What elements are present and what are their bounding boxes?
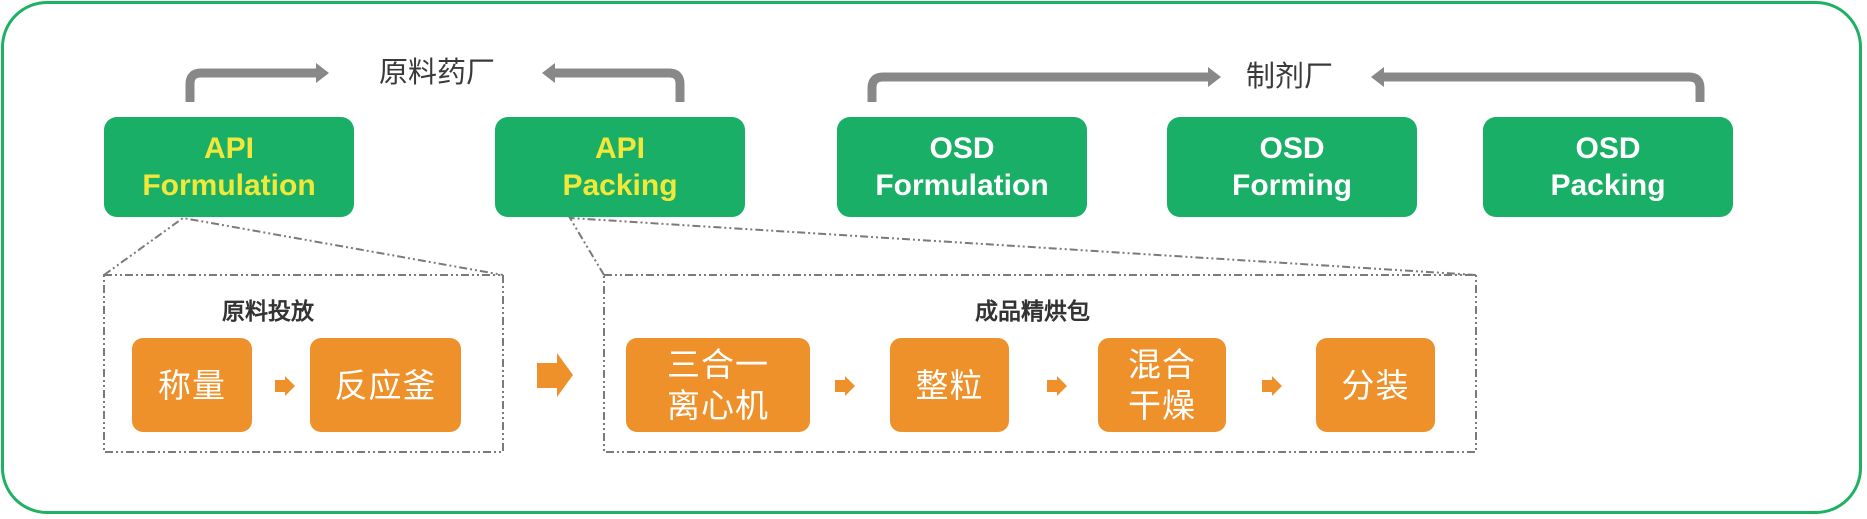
arrow-icon <box>1262 376 1282 396</box>
stage-line2: Formulation <box>875 169 1049 202</box>
step-granulating[interactable]: 整粒 <box>890 338 1009 432</box>
osd-formulation-to-plant-arrow <box>867 67 1221 102</box>
stage-line1: OSD <box>929 132 995 165</box>
arrow-icon <box>275 376 295 396</box>
step-three-in-one-centrifuge[interactable]: 三合一 离心机 <box>626 338 810 432</box>
stage-line1: OSD <box>1575 132 1641 165</box>
stage-line1: API <box>594 132 645 165</box>
step-line1: 三合一 <box>667 345 769 384</box>
stage-api-packing[interactable]: API Packing <box>495 117 745 217</box>
stage-line1: OSD <box>1259 132 1325 165</box>
step-line1: 混合 <box>1128 345 1196 384</box>
group-title-raw-material-feeding: 原料投放 <box>222 299 314 325</box>
stage-osd-packing[interactable]: OSD Packing <box>1483 117 1733 217</box>
api-packing-zoom-connector <box>568 216 1477 276</box>
stage-osd-formulation[interactable]: OSD Formulation <box>837 117 1087 217</box>
arrow-icon <box>1047 376 1067 396</box>
finished-product-group-outline <box>603 274 1477 453</box>
group-title-finished-product: 成品精烘包 <box>975 299 1090 325</box>
step-line1: 分装 <box>1341 365 1410 405</box>
step-line1: 反应釜 <box>334 365 437 405</box>
api-plant-label: 原料药厂 <box>379 55 496 89</box>
api-packing-to-plant-arrow <box>542 63 685 102</box>
step-line1: 称量 <box>158 365 226 405</box>
arrow-icon <box>835 376 855 396</box>
api-formulation-to-plant-arrow <box>185 63 329 102</box>
big-arrow-icon <box>537 353 573 397</box>
step-weighing[interactable]: 称量 <box>132 338 252 432</box>
step-reactor[interactable]: 反应釜 <box>310 338 461 432</box>
raw-material-feeding-group-outline <box>103 274 504 453</box>
step-packaging[interactable]: 分装 <box>1316 338 1435 432</box>
step-line2: 干燥 <box>1128 386 1196 425</box>
osd-packing-to-plant-arrow <box>1371 67 1705 102</box>
step-mixing-drying[interactable]: 混合 干燥 <box>1098 338 1226 432</box>
stage-line2: Packing <box>1550 169 1666 202</box>
stage-line2: Formulation <box>142 169 316 202</box>
stage-api-formulation[interactable]: API Formulation <box>104 117 354 217</box>
api-formulation-zoom-connector <box>103 216 504 276</box>
step-line1: 整粒 <box>915 365 984 405</box>
stage-osd-forming[interactable]: OSD Forming <box>1167 117 1417 217</box>
stage-line1: API <box>203 132 254 165</box>
stage-line2: Packing <box>562 169 678 202</box>
step-line2: 离心机 <box>667 386 769 425</box>
formulation-plant-label: 制剂厂 <box>1246 59 1334 93</box>
stage-line2: Forming <box>1232 169 1352 202</box>
